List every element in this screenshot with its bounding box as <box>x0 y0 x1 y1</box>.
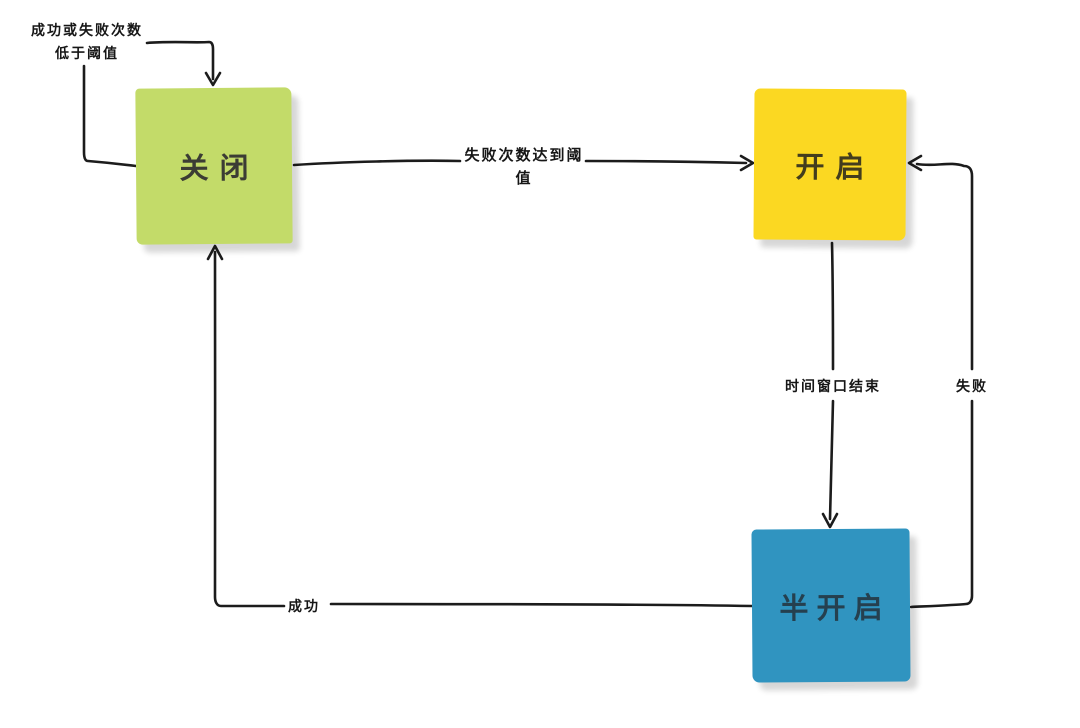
half-open-to-open-line-bottom <box>909 399 974 609</box>
closed-to-open-arrowhead <box>739 154 755 172</box>
state-open-label: 开启 <box>795 149 876 184</box>
closed-to-open-line-left <box>292 159 462 167</box>
state-closed: 关闭 <box>135 87 293 245</box>
closed-to-open-label-line1: 失败次数达到阈 <box>464 146 584 164</box>
half-open-to-closed-line-right <box>329 602 754 608</box>
half-open-to-closed-label: 成功 <box>288 599 320 615</box>
closed-to-open-label: 失败次数达到阈 值 <box>456 144 592 190</box>
open-to-half-open-line-bottom <box>828 399 835 521</box>
half-open-to-closed-line-left <box>213 250 286 608</box>
state-open: 开启 <box>753 88 907 241</box>
closed-self-loop-label-line1: 成功或失败次数 <box>31 23 143 39</box>
closed-self-loop-in-line <box>145 40 215 81</box>
state-half-open-label: 半开启 <box>779 590 891 625</box>
open-to-half-open-arrowhead <box>821 512 839 529</box>
closed-self-loop-arrowhead <box>204 71 222 87</box>
half-open-to-open-label: 失败 <box>956 379 988 395</box>
closed-self-loop-label: 成功或失败次数 低于阈值 <box>22 20 152 66</box>
open-to-half-open-line-top <box>830 241 835 371</box>
half-open-to-open-arrowhead <box>907 154 923 172</box>
half-open-to-closed-arrowhead <box>206 244 224 261</box>
closed-to-open-label-line2: 值 <box>515 169 533 187</box>
open-to-half-open-label: 时间窗口结束 <box>785 379 881 395</box>
closed-self-loop-out-line <box>82 64 138 168</box>
closed-self-loop-label-line2: 低于阈值 <box>55 46 119 62</box>
state-half-open: 半开启 <box>751 528 911 683</box>
half-open-to-open-line-top <box>915 162 974 371</box>
closed-to-open-line-right <box>584 159 748 165</box>
state-closed-label: 关闭 <box>179 150 260 186</box>
